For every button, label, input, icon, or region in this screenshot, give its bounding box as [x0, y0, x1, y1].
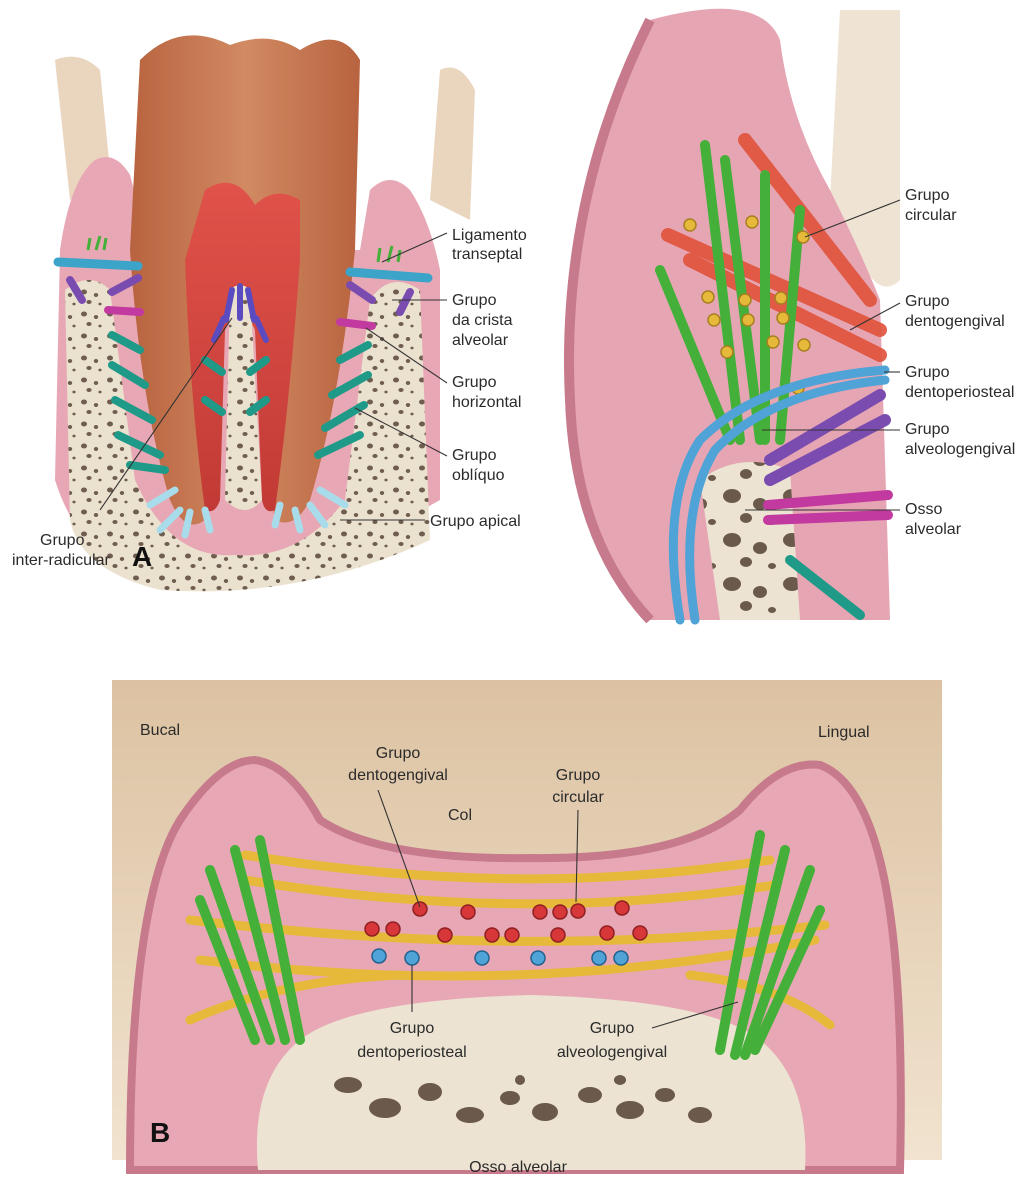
label-dentoperiosteal-a-1: Grupo	[905, 364, 950, 381]
label-circular-b-1: Grupo	[556, 767, 601, 784]
label-dentoperiosteal-a-2: dentoperiosteal	[905, 384, 1014, 401]
label-osso-b: Osso alveolar	[469, 1159, 567, 1176]
label-obliquo: Grupo oblíquo	[452, 447, 505, 484]
label-osso-a-1: Osso	[905, 501, 942, 518]
panel-a-letter: A	[132, 541, 152, 572]
label-circular-a: Grupo circular	[905, 187, 957, 224]
label-lingual: Lingual	[818, 724, 870, 741]
label-dentogengival-b-2: dentogengival	[348, 767, 448, 784]
label-interradicular-2: inter-radicular	[12, 552, 110, 569]
label-circular-a-1: Grupo	[905, 187, 950, 204]
label-alveologengival-a-2: alveologengival	[905, 441, 1015, 458]
label-dentogengival-a-2: dentogengival	[905, 313, 1005, 330]
label-crista: Grupo da crista alveolar	[452, 292, 513, 349]
label-crista-3: alveolar	[452, 332, 509, 349]
label-transeptal-1: Ligamento	[452, 227, 527, 244]
label-alveologengival-b-2: alveologengival	[557, 1044, 667, 1061]
label-col: Col	[448, 807, 472, 824]
label-osso-a: Osso alveolar	[905, 501, 962, 538]
label-dentoperiosteal-a: Grupo dentoperiosteal	[905, 364, 1014, 401]
label-bucal: Bucal	[140, 722, 180, 739]
label-dentogengival-b-1: Grupo	[376, 745, 421, 762]
panel-b-letter: B	[150, 1117, 170, 1148]
label-crista-2: da crista	[452, 312, 513, 329]
label-crista-1: Grupo	[452, 292, 497, 309]
label-transeptal: Ligamento transeptal	[452, 227, 527, 263]
label-dentogengival-a-1: Grupo	[905, 293, 950, 310]
label-horizontal-1: Grupo	[452, 374, 497, 391]
label-transeptal-2: transeptal	[452, 246, 522, 263]
label-alveologengival-a-1: Grupo	[905, 421, 950, 438]
panel-b-col	[112, 680, 942, 1170]
label-obliquo-1: Grupo	[452, 447, 497, 464]
label-circular-a-2: circular	[905, 207, 957, 224]
label-alveologengival-b-1: Grupo	[590, 1020, 635, 1037]
label-horizontal: Grupo horizontal	[452, 374, 521, 411]
label-interradicular-1: Grupo	[40, 532, 85, 549]
label-osso-a-2: alveolar	[905, 521, 962, 538]
panel-a-gingiva-closeup	[569, 9, 900, 620]
label-horizontal-2: horizontal	[452, 394, 521, 411]
label-dentoperiosteal-b-1: Grupo	[390, 1020, 435, 1037]
label-obliquo-2: oblíquo	[452, 467, 505, 484]
panel-a-tooth	[55, 35, 475, 591]
label-alveologengival-a: Grupo alveologengival	[905, 421, 1015, 458]
label-apical: Grupo apical	[430, 513, 521, 530]
label-dentoperiosteal-b-2: dentoperiosteal	[357, 1044, 466, 1061]
label-dentogengival-a: Grupo dentogengival	[905, 293, 1005, 330]
label-apical-1: Grupo apical	[430, 513, 521, 530]
label-circular-b-2: circular	[552, 789, 604, 806]
